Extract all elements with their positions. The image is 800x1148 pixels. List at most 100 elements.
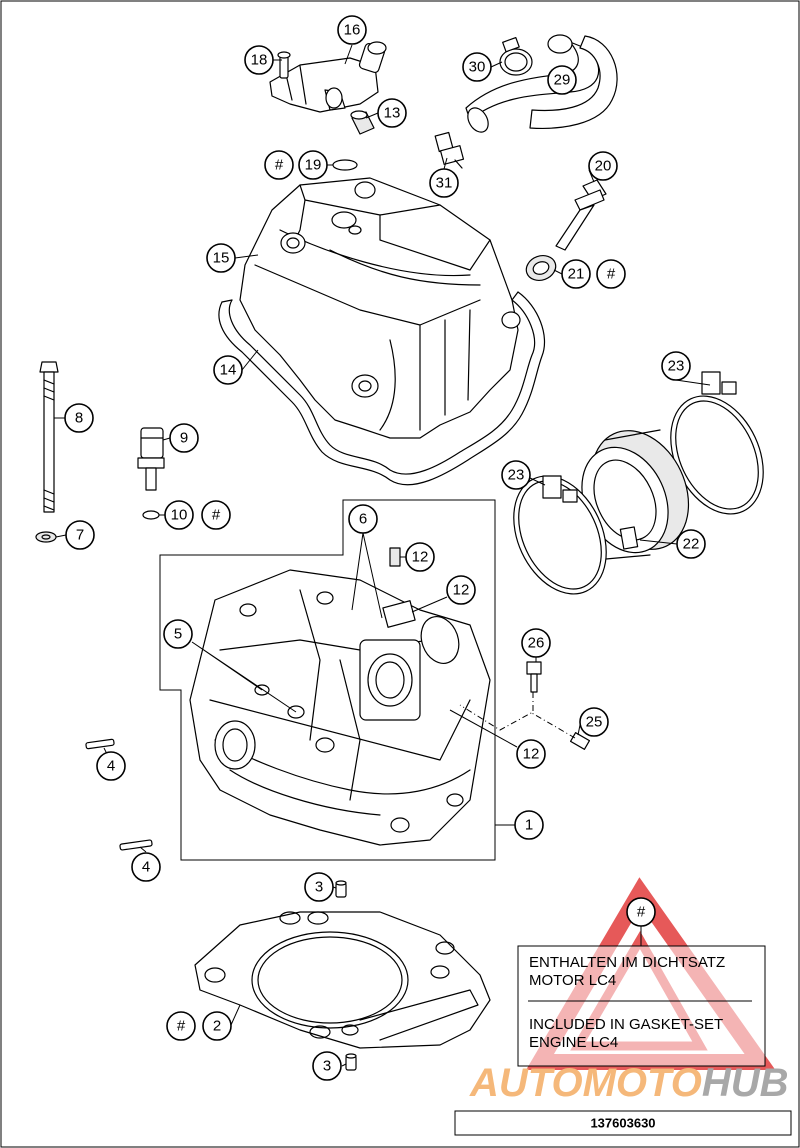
callout-18: 18 <box>244 45 274 75</box>
valve-cover-15 <box>239 177 521 439</box>
callout-label: 30 <box>469 59 486 76</box>
callout-label: 15 <box>213 250 230 267</box>
hose-clamp-30 <box>499 36 533 76</box>
callout-9: 9 <box>169 423 199 453</box>
callout-12-a: 12 <box>405 542 435 572</box>
callout-label: 5 <box>174 626 182 643</box>
callout-label: # <box>212 507 221 524</box>
callout-label: 18 <box>251 52 268 69</box>
callout-label: 4 <box>142 859 150 876</box>
callout-5: 5 <box>163 619 193 649</box>
legend-de-line1: ENTHALTEN IM DICHTSATZ <box>529 954 725 971</box>
watermark-part2: HUB <box>702 1061 789 1105</box>
callout-label: 9 <box>180 430 188 447</box>
leader-lines <box>54 44 711 1067</box>
callout-label: 29 <box>554 72 571 89</box>
cylinder-head-frame <box>159 499 496 861</box>
callout-16: 16 <box>337 15 367 45</box>
callout-4-upper: 4 <box>96 751 126 781</box>
plug-13 <box>350 110 375 135</box>
head-gasket-2 <box>194 911 491 1049</box>
watermark-part1: AUTOMOTO <box>469 1061 702 1105</box>
callout-label: 20 <box>595 158 612 175</box>
stud-bolt-8 <box>39 361 59 513</box>
callout-label: 12 <box>523 746 540 763</box>
legend-en-line2: ENGINE LC4 <box>529 1034 618 1051</box>
watermark-text: AUTOMOTOHUB <box>469 1061 789 1105</box>
washer-7 <box>35 531 57 543</box>
seal-ring-21 <box>525 255 557 281</box>
dash-leader-25 <box>529 711 576 739</box>
callout-3-upper: 3 <box>304 872 334 902</box>
plug-25 <box>569 732 591 750</box>
legend-de-line2: MOTOR LC4 <box>529 972 616 989</box>
callout-label: 14 <box>220 362 237 379</box>
dowel-pin-4-lower <box>119 839 153 851</box>
dowel-3-lower <box>345 1053 357 1071</box>
bolt-26 <box>526 661 542 693</box>
callout-26: 26 <box>521 628 551 658</box>
dowel-pin-4-upper <box>85 738 115 750</box>
callout-label: 31 <box>436 175 453 192</box>
callout-7: 7 <box>65 520 95 550</box>
callout-label: 12 <box>412 549 429 566</box>
callout-hash-2: # <box>166 1011 196 1041</box>
callout-label: 13 <box>384 105 401 122</box>
callout-label: 22 <box>683 536 700 553</box>
callout-label: # <box>275 157 284 174</box>
callout-8: 8 <box>64 403 94 433</box>
callout-hash-legend: # <box>626 897 656 927</box>
callout-label: 16 <box>344 22 361 39</box>
coolant-hose <box>465 34 618 133</box>
callout-6: 6 <box>348 504 378 534</box>
drawing-number: 137603630 <box>590 1116 655 1131</box>
callout-29: 29 <box>547 65 577 95</box>
callout-25: 25 <box>579 707 609 737</box>
callout-22: 22 <box>676 529 706 559</box>
callout-label: 4 <box>107 758 115 775</box>
callout-label: # <box>607 266 616 283</box>
clamp-23-lower <box>513 475 607 595</box>
callout-20: 20 <box>588 151 618 181</box>
callout-21: 21 <box>561 259 591 289</box>
callout-label: 6 <box>359 511 367 528</box>
callout-hash-19: # <box>264 150 294 180</box>
callout-hash-21: # <box>596 259 626 289</box>
callout-14: 14 <box>213 355 243 385</box>
valve-cover-gasket-14 <box>218 291 546 486</box>
callout-23-lower: 23 <box>501 460 531 490</box>
callout-label: 10 <box>171 507 188 524</box>
temperature-sensor-31 <box>434 131 465 169</box>
legend-box: ENTHALTEN IM DICHTSATZ MOTOR LC4 INCLUDE… <box>517 945 766 1067</box>
callout-label: 3 <box>323 1058 331 1075</box>
callout-label: 3 <box>315 879 323 896</box>
intake-flange-22 <box>581 429 690 561</box>
o-ring-10 <box>142 510 160 520</box>
temp-sensor-9 <box>137 427 165 491</box>
callout-12-c: 12 <box>516 739 546 769</box>
clamp-23-upper <box>670 371 764 515</box>
callout-label: 7 <box>76 527 84 544</box>
thermostat-housing <box>269 41 387 113</box>
callout-label: 2 <box>213 1018 221 1035</box>
legend-en-line1: INCLUDED IN GASKET-SET <box>529 1016 723 1033</box>
cylinder-head-1 <box>189 547 491 846</box>
bolt-20 <box>555 179 607 251</box>
callout-label: # <box>637 904 646 921</box>
dowel-3-upper <box>335 880 347 898</box>
callout-hash-10: # <box>201 500 231 530</box>
callout-label: 25 <box>586 714 603 731</box>
callout-4-lower: 4 <box>131 852 161 882</box>
callout-label: 21 <box>568 266 585 283</box>
callout-label: 23 <box>508 467 525 484</box>
callout-13: 13 <box>377 98 407 128</box>
drawing-number-box: 137603630 <box>454 1110 792 1136</box>
callout-label: 12 <box>453 582 470 599</box>
callout-31: 31 <box>429 168 459 198</box>
callout-30: 30 <box>462 52 492 82</box>
callout-label: # <box>177 1018 186 1035</box>
o-ring-19 <box>332 159 358 171</box>
callout-10: 10 <box>164 500 194 530</box>
callout-3-lower: 3 <box>312 1051 342 1081</box>
